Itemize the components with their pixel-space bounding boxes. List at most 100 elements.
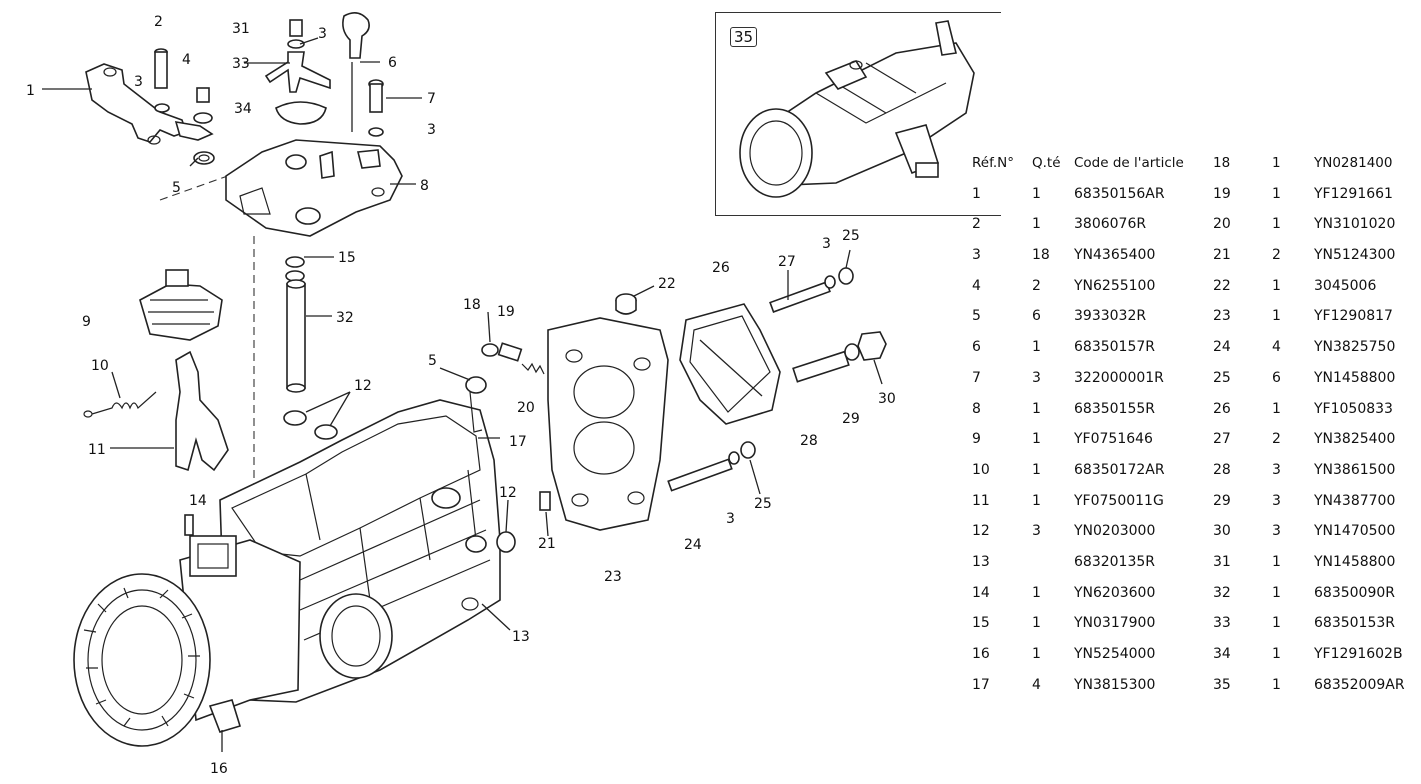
table-cell: 6 bbox=[972, 339, 981, 356]
table-cell: YN3825750 bbox=[1314, 339, 1396, 356]
table-cell: 9 bbox=[972, 431, 981, 448]
callout-33: 33 bbox=[232, 56, 250, 72]
table-cell: 23 bbox=[1213, 308, 1231, 325]
table-cell: 1 bbox=[972, 185, 981, 202]
table-cell: 1 bbox=[1032, 461, 1041, 478]
table-cell: 5 bbox=[972, 308, 981, 325]
table-cell: 3 bbox=[1272, 461, 1281, 478]
parts-table: Réf.N° Q.té Code de l'article 18 1 YN028… bbox=[966, 155, 1418, 707]
table-cell: YN6203600 bbox=[1074, 584, 1156, 601]
callout-5: 5 bbox=[172, 180, 181, 196]
table-cell: 18 bbox=[1032, 247, 1050, 264]
callout-22: 22 bbox=[658, 276, 676, 292]
table-cell: 30 bbox=[1213, 523, 1231, 540]
inset-label: 35 bbox=[730, 27, 758, 47]
part-bolt bbox=[154, 48, 168, 89]
part-bell-housing bbox=[73, 535, 301, 747]
table-cell: 1 bbox=[1032, 584, 1041, 601]
callout-11: 11 bbox=[88, 442, 106, 458]
table-cell: 16 bbox=[972, 646, 990, 662]
header-code: Code de l'article bbox=[1074, 155, 1184, 171]
table-row: 2 1 3806076R 20 1 YN3101020 bbox=[966, 216, 1418, 247]
table-cell: 1 bbox=[1272, 155, 1281, 171]
table-cell: 68320135R bbox=[1074, 553, 1155, 570]
table-row: 8 1 68350155R 26 1 YF1050833 bbox=[966, 401, 1418, 432]
callout-2: 2 bbox=[154, 14, 163, 30]
callout-18: 18 bbox=[463, 297, 481, 313]
callout-8: 8 bbox=[420, 178, 429, 194]
part-selector-shaft bbox=[264, 19, 331, 93]
table-cell: YN1458800 bbox=[1314, 553, 1396, 570]
table-cell: 33 bbox=[1213, 615, 1231, 632]
callout-4: 4 bbox=[182, 52, 191, 68]
callout-1: 1 bbox=[26, 83, 35, 99]
callout-3-lower: 3 bbox=[726, 511, 735, 527]
callout-27: 27 bbox=[778, 254, 796, 270]
leader-lines bbox=[42, 37, 883, 752]
table-cell: 68350172AR bbox=[1074, 461, 1165, 478]
table-cell: YN6255100 bbox=[1074, 277, 1156, 294]
table-cell: YN0203000 bbox=[1074, 523, 1156, 540]
part-bolt-7 bbox=[368, 79, 384, 137]
table-cell: 27 bbox=[1213, 431, 1231, 448]
callout-31: 31 bbox=[232, 21, 250, 37]
table-cell: 1 bbox=[1272, 277, 1281, 294]
table-row: 13 68320135R 31 1 YN1458800 bbox=[966, 554, 1418, 585]
table-cell: 25 bbox=[1213, 369, 1231, 386]
table-cell: 17 bbox=[972, 676, 990, 693]
part-dowel bbox=[539, 491, 551, 511]
part-rod-bottom bbox=[667, 441, 756, 492]
table-cell: 20 bbox=[1213, 216, 1231, 233]
table-cell: 21 bbox=[1213, 247, 1231, 264]
table-cell: 13 bbox=[972, 553, 990, 570]
callout-20: 20 bbox=[517, 400, 535, 416]
callout-21: 21 bbox=[538, 536, 556, 552]
table-cell: 12 bbox=[972, 523, 990, 540]
callout-13: 13 bbox=[512, 629, 530, 645]
part-intermediate-plate bbox=[547, 317, 669, 531]
table-row: 7 3 322000001R 25 6 YN1458800 bbox=[966, 370, 1418, 401]
table-cell: 1 bbox=[1272, 216, 1281, 233]
table-cell: 1 bbox=[1272, 615, 1281, 632]
table-cell: 29 bbox=[1213, 492, 1231, 509]
callout-16: 16 bbox=[210, 761, 228, 777]
part-top-cover bbox=[225, 139, 403, 237]
table-row: 12 3 YN0203000 30 3 YN1470500 bbox=[966, 523, 1418, 554]
table-cell: 3 bbox=[972, 247, 981, 264]
table-cell: YN1470500 bbox=[1314, 523, 1396, 540]
table-cell: 11 bbox=[972, 492, 990, 509]
callout-17: 17 bbox=[509, 434, 527, 450]
table-cell: 10 bbox=[972, 461, 990, 478]
table-cell: YN1458800 bbox=[1314, 369, 1396, 386]
callout-24: 24 bbox=[684, 537, 702, 553]
table-cell: YF1291602B bbox=[1314, 646, 1403, 662]
callout-labels: 1 2 3 4 5 31 3 33 6 7 34 3 8 15 9 32 10 … bbox=[26, 14, 896, 777]
callout-15: 15 bbox=[338, 250, 356, 266]
part-seal bbox=[193, 151, 215, 165]
table-cell: 1 bbox=[1032, 615, 1041, 632]
table-cell: 28 bbox=[1213, 461, 1231, 478]
table-cell: YF1050833 bbox=[1314, 400, 1393, 417]
table-cell: 31 bbox=[1213, 553, 1231, 570]
part-nut bbox=[193, 87, 213, 124]
table-cell: YF0751646 bbox=[1074, 431, 1153, 448]
inset-assembly-view: 35 bbox=[715, 12, 1001, 216]
table-cell: YN4387700 bbox=[1314, 492, 1396, 509]
table-cell: 24 bbox=[1213, 339, 1231, 356]
table-cell: YN4365400 bbox=[1074, 247, 1156, 264]
callout-34: 34 bbox=[234, 101, 252, 117]
table-cell: 68350157R bbox=[1074, 339, 1155, 356]
table-cell: YN3825400 bbox=[1314, 431, 1396, 448]
table-cell: 1 bbox=[1272, 308, 1281, 325]
table-cell: 68352009AR bbox=[1314, 676, 1405, 693]
table-row: 14 1 YN6203600 32 1 68350090R bbox=[966, 585, 1418, 616]
table-cell: 1 bbox=[1032, 646, 1041, 662]
table-cell: 22 bbox=[1213, 277, 1231, 294]
callout-3: 3 bbox=[134, 74, 143, 90]
table-cell: 68350155R bbox=[1074, 400, 1155, 417]
table-cell: 15 bbox=[972, 615, 990, 632]
table-cell: 1 bbox=[1272, 553, 1281, 570]
table-cell: 18 bbox=[1213, 155, 1231, 171]
table-row: 1 1 68350156AR 19 1 YF1291661 bbox=[966, 186, 1418, 217]
